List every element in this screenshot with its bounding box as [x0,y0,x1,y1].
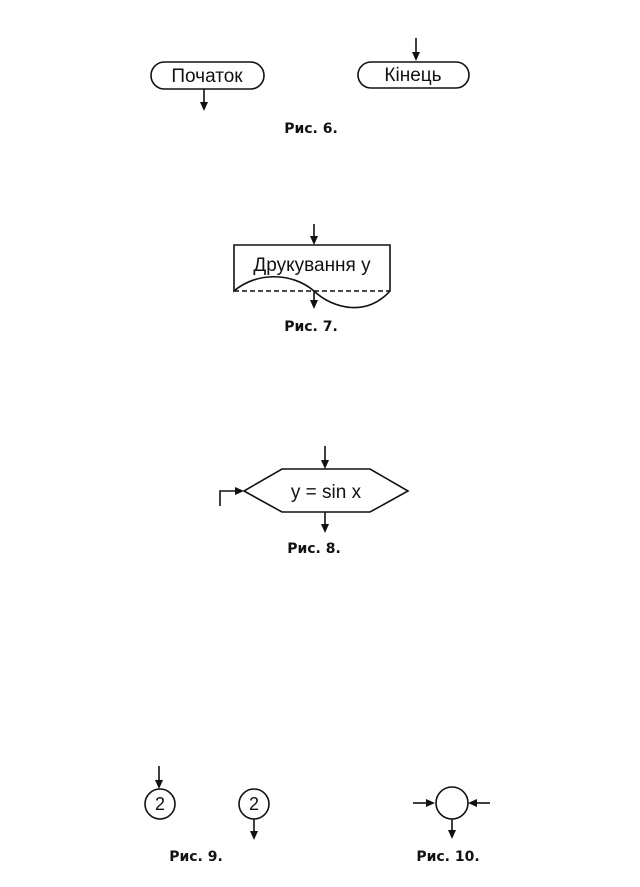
end-label: Кінець [384,65,441,86]
figure-8-caption: Рис. 8. [287,541,341,557]
junction-circle [435,786,469,820]
figure-7: Друкування у Рис. 7. [233,224,391,335]
document-symbol: Друкування у [233,244,391,309]
connector-out-number: 2 [249,794,259,814]
loop-entry-arrow [321,446,329,469]
junction-exit-arrow [448,819,456,839]
loop-exit-arrow [321,512,329,533]
junction-right-arrow [468,799,490,807]
loop-return-arrow [219,487,244,506]
figure-6-caption: Рис. 6. [284,121,338,137]
start-exit-arrow [200,89,208,111]
connector-out: 2 [238,788,270,820]
figure-7-caption: Рис. 7. [284,319,338,335]
figure-10: Рис. 10. [413,786,490,865]
figure-9: 2 2 Рис. 9. [144,766,270,865]
end-terminator: Кінець [357,61,470,89]
start-terminator: Початок [150,61,265,90]
output-entry-arrow [310,224,318,245]
loop-label: y = sin x [291,482,362,503]
connector-entry-arrow [155,766,163,789]
output-label: Друкування у [253,255,371,276]
figure-6: Початок Кінець Рис. 6. [150,38,470,137]
figure-10-caption: Рис. 10. [416,849,479,865]
connector-in-number: 2 [155,794,165,814]
end-entry-arrow [412,38,420,61]
start-label: Початок [171,66,243,87]
figure-8: y = sin x Рис. 8. [219,446,410,557]
connector-in: 2 [144,788,176,820]
output-exit-arrow [310,291,318,309]
figure-9-caption: Рис. 9. [169,849,223,865]
connector-exit-arrow [250,819,258,840]
loop-hexagon: y = sin x [242,468,410,513]
junction-left-arrow [413,799,435,807]
